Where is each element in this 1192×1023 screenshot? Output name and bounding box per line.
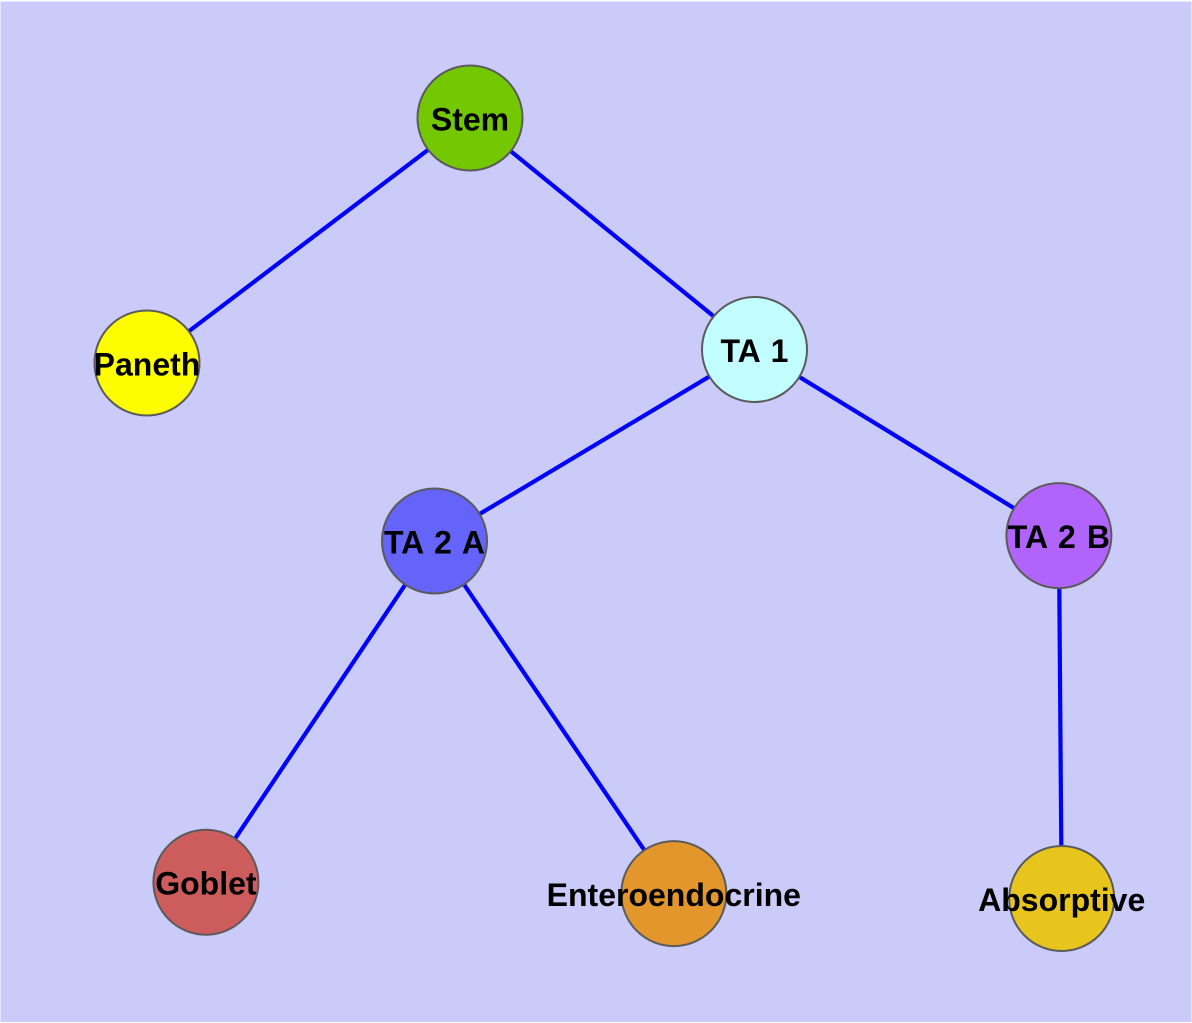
svg-text:Absorptive: Absorptive <box>978 882 1145 918</box>
svg-text:TA 2 B: TA 2 B <box>1008 519 1110 555</box>
svg-text:Stem: Stem <box>431 102 509 138</box>
svg-text:Enteroendocrine: Enteroendocrine <box>547 877 801 913</box>
svg-text:Paneth: Paneth <box>94 347 201 383</box>
svg-text:TA 2 A: TA 2 A <box>384 525 485 561</box>
svg-text:Goblet: Goblet <box>155 866 257 902</box>
svg-text:TA 1: TA 1 <box>721 333 789 369</box>
